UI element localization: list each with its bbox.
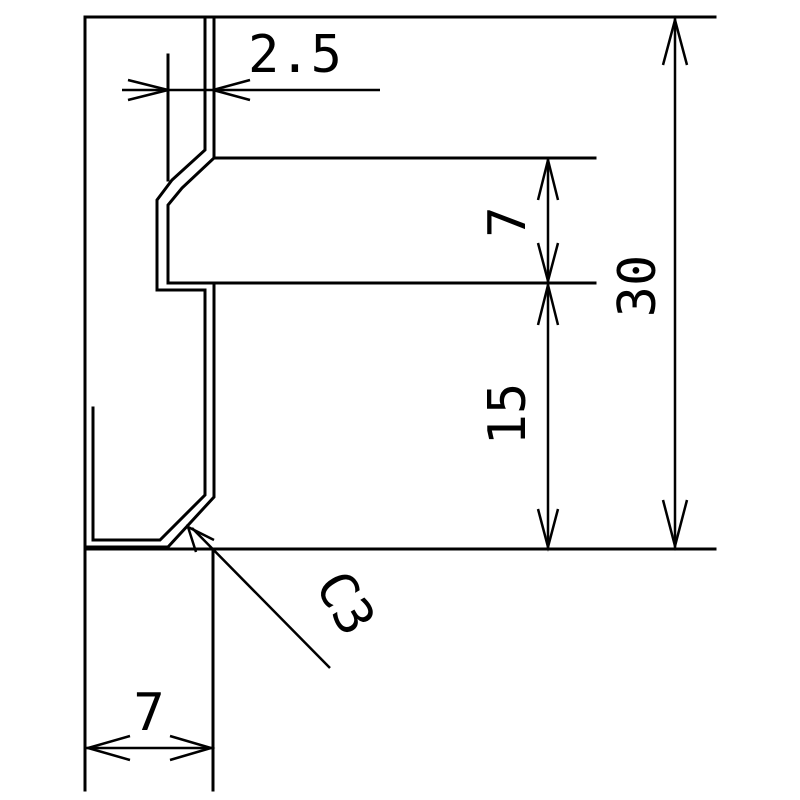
dimension-slot-and-lower: 7 15 xyxy=(478,158,560,552)
reference-lines xyxy=(83,15,717,792)
slot-arrow-top xyxy=(536,159,560,201)
overall-height-label: 30 xyxy=(608,255,668,318)
base-arrow-right xyxy=(169,734,216,762)
lower-height-label: 15 xyxy=(478,383,538,446)
lip-thickness-label: 2.5 xyxy=(248,25,342,85)
dimension-lip-thickness: 2.5 xyxy=(122,25,380,102)
chamfer-label: C3 xyxy=(303,561,386,645)
profile-inner-outline xyxy=(83,15,216,549)
base-width-label: 7 xyxy=(133,683,164,743)
lower-arrow-top xyxy=(536,284,560,326)
lip-arrow-left xyxy=(127,78,169,102)
dimension-base-width: 7 xyxy=(83,683,216,762)
base-arrow-left xyxy=(83,734,131,762)
overall-arrow-bottom xyxy=(661,499,689,551)
dimension-overall-height: 30 xyxy=(608,15,689,551)
lower-arrow-bottom xyxy=(536,508,560,552)
chamfer-leader-line xyxy=(191,527,331,669)
overall-arrow-top xyxy=(661,15,689,66)
profile-outer-outline xyxy=(91,15,207,542)
chamfer-leader-arrow xyxy=(185,524,215,553)
slot-height-label: 7 xyxy=(478,206,538,237)
lip-arrow-right xyxy=(208,78,251,102)
profile-section xyxy=(83,15,597,549)
slot-arrow-bottom xyxy=(536,242,560,286)
